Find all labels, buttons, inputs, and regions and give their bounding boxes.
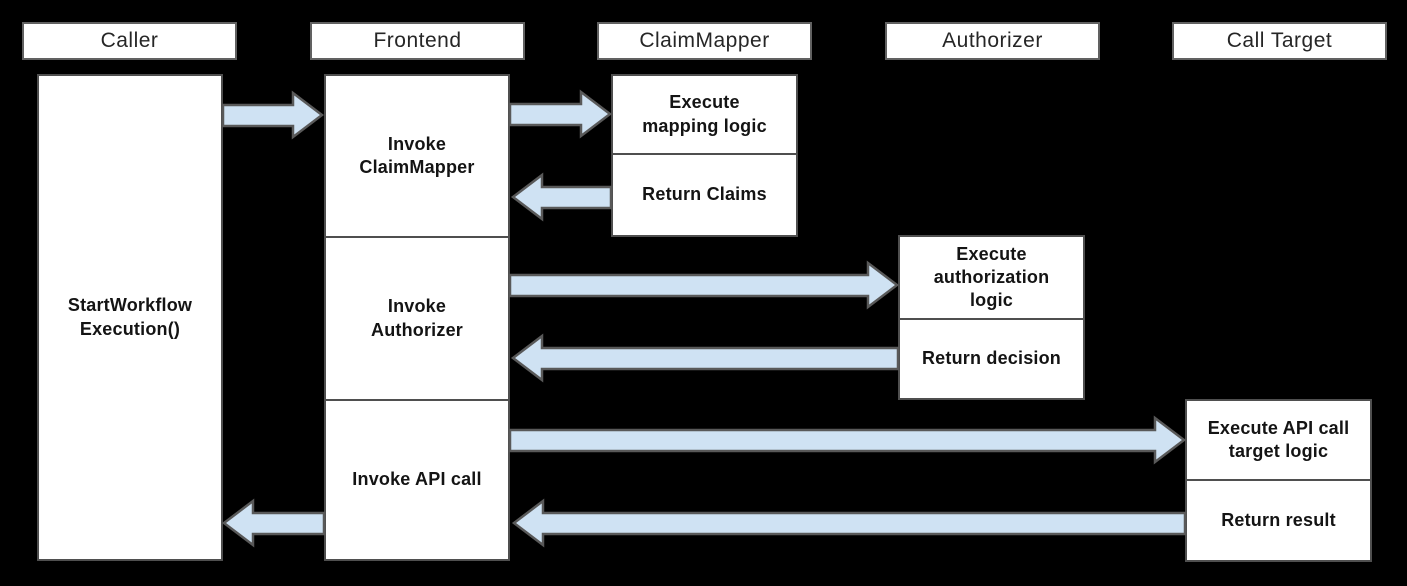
activation-caller: StartWorkflow Execution()	[37, 74, 223, 561]
frontend-step-invoke-api-call: Invoke API call	[326, 399, 508, 559]
arrow-calltarget-return-to-frontend-icon	[511, 498, 1187, 548]
arrow-frontend-to-claimmapper-icon	[508, 89, 613, 139]
arrow-authorizer-return-to-frontend-icon	[510, 333, 900, 383]
lifeline-header-frontend: Frontend	[310, 22, 525, 60]
authorizer-step-return-decision: Return decision	[900, 318, 1083, 398]
arrow-frontend-return-to-caller-icon	[221, 498, 326, 548]
lifeline-header-claimmapper: ClaimMapper	[597, 22, 812, 60]
lifeline-header-call-target: Call Target	[1172, 22, 1387, 60]
calltarget-step-execute-api-call-target-logic: Execute API call target logic	[1207, 417, 1350, 461]
lifeline-header-caller: Caller	[22, 22, 237, 60]
caller-step-startworkflowexecution: StartWorkflow Execution()	[67, 295, 193, 339]
authorizer-step-execute-authorization-logic: Execute authorization logic	[933, 243, 1050, 311]
arrow-frontend-to-calltarget-icon	[508, 415, 1187, 465]
activation-authorizer: Execute authorization logic Return decis…	[898, 235, 1085, 400]
frontend-step-invoke-authorizer: Invoke Authorizer	[326, 236, 508, 399]
arrow-frontend-to-authorizer-icon	[508, 260, 900, 310]
activation-frontend: Invoke ClaimMapper Invoke Authorizer Inv…	[324, 74, 510, 561]
frontend-step-invoke-claimmapper: Invoke ClaimMapper	[359, 133, 475, 177]
lifeline-header-authorizer: Authorizer	[885, 22, 1100, 60]
activation-call-target: Execute API call target logic Return res…	[1185, 399, 1372, 562]
arrow-claimmapper-return-to-frontend-icon	[510, 172, 613, 222]
claimmapper-step-execute-mapping-logic: Execute mapping logic	[642, 92, 767, 136]
arrow-caller-to-frontend-icon	[221, 90, 325, 140]
calltarget-step-return-result: Return result	[1187, 479, 1370, 560]
claimmapper-step-return-claims: Return Claims	[613, 153, 796, 235]
activation-claimmapper: Execute mapping logic Return Claims	[611, 74, 798, 237]
